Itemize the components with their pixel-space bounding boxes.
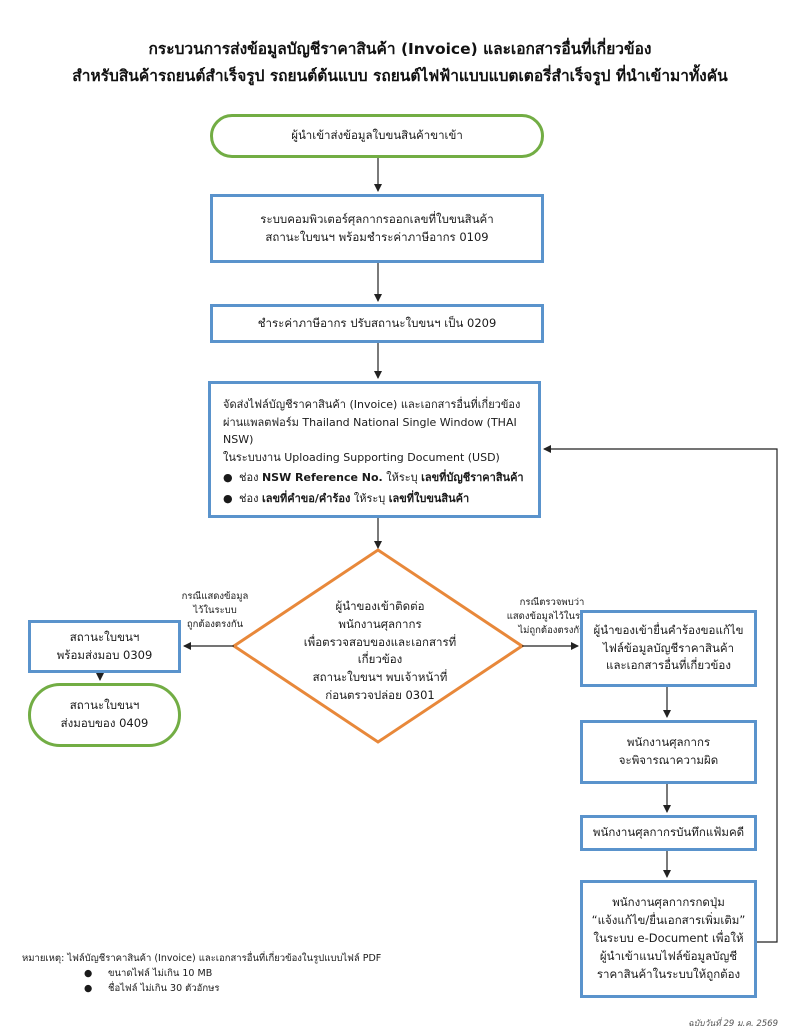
bullet-icon: ● xyxy=(223,491,233,505)
record-label: พนักงานศุลกากรบันทึกแฟ้มคดี xyxy=(592,825,745,840)
request-line-1: ผู้นำของเข้ายื่นคำร้องขอแก้ไข xyxy=(593,622,744,637)
step2-label: ชำระค่าภาษีอากร ปรับสถานะใบขนฯ เป็น 0209 xyxy=(257,315,497,330)
decision-line-5: ก่อนตรวจปล่อย 0301 xyxy=(325,688,435,703)
release-line-1: สถานะใบขนฯ xyxy=(69,629,140,644)
consider-line-2: จะพิจารณาความผิด xyxy=(618,753,719,767)
right-condition-line-2: แสดงข้อมูลไว้ในระบบ xyxy=(506,610,598,622)
start-terminal: ผู้นำเข้าส่งข้อมูลใบขนสินค้าขาเข้า xyxy=(210,114,544,158)
notify-line-3: ในระบบ e-Document เพื่อให้ xyxy=(593,931,744,946)
right-condition-line-1: กรณีตรวจพบว่า xyxy=(519,597,585,608)
left-condition-line-3: ถูกต้องตรงกัน xyxy=(186,618,244,630)
end-terminal: สถานะใบขนฯ ส่งมอบของ 0409 xyxy=(28,683,181,747)
decision-line-3: เพื่อตรวจสอบของและเอกสารที่เกี่ยวข้อง xyxy=(303,634,457,667)
bullet-icon: ● xyxy=(84,983,93,995)
officer-consider-offense: พนักงานศุลกากร จะพิจารณาความผิด xyxy=(580,720,757,784)
release-line-2: พร้อมส่งมอบ 0309 xyxy=(56,647,153,662)
decision-label: ผู้นำของเข้าติดต่อ พนักงานศุลกากร เพื่อต… xyxy=(290,598,470,705)
footnote: หมายเหตุ: ไฟล์บัญชีราคาสินค้า (Invoice) … xyxy=(22,951,381,997)
bullet-icon: ● xyxy=(84,968,93,980)
note-item-text: ชื่อไฟล์ ไม่เกิน 30 ตัวอักษร xyxy=(108,983,220,995)
status-ready-for-release: สถานะใบขนฯ พร้อมส่งมอบ 0309 xyxy=(28,620,181,673)
notify-line-5: ราคาสินค้าในระบบให้ถูกต้อง xyxy=(596,966,741,981)
step-issue-declaration-number: ระบบคอมพิวเตอร์ศุลกากรออกเลขที่ใบขนสินค้… xyxy=(210,194,544,263)
bullet1-mid: ให้ระบุ xyxy=(382,471,422,485)
notify-line-4: ผู้นำเข้าแนบไฟล์ข้อมูลบัญชี xyxy=(599,948,738,963)
notify-line-1: พนักงานศุลกากรกดปุ่ม xyxy=(612,895,725,910)
decision-line-2: พนักงานศุลกากร xyxy=(338,616,422,631)
bullet1-field: NSW Reference No. xyxy=(261,471,383,485)
officer-record-case: พนักงานศุลกากรบันทึกแฟ้มคดี xyxy=(580,815,757,851)
left-condition-line-1: กรณีแสดงข้อมูล xyxy=(181,591,249,602)
left-branch-condition: กรณีแสดงข้อมูล ไว้ในระบบ ถูกต้องตรงกัน xyxy=(170,590,260,631)
step3-line-1: จัดส่งไฟล์บัญชีราคาสินค้า (Invoice) และเ… xyxy=(223,398,521,411)
request-line-2: ไฟล์ข้อมูลบัญชีราคาสินค้า xyxy=(602,640,735,655)
note-item-text: ขนาดไฟล์ ไม่เกิน 10 MB xyxy=(108,968,213,980)
end-line-2: ส่งมอบของ 0409 xyxy=(60,716,149,730)
end-line-1: สถานะใบขนฯ xyxy=(69,698,140,713)
arrow-notify-back-to-step3 xyxy=(543,445,778,943)
diagram-title-line-2: สำหรับสินค้ารถยนต์สำเร็จรูป รถยนต์ต้นแบบ… xyxy=(72,67,728,85)
step3-line-3: ในระบบงาน Uploading Supporting Document … xyxy=(223,450,500,464)
version-date: ฉบับวันที่ 29 ม.ค. 2569 xyxy=(687,1019,778,1029)
bullet2-field: เลขที่คำขอ/คำร้อง xyxy=(261,491,351,505)
step3-line-2: ผ่านแพลตฟอร์ม Thailand National Single W… xyxy=(223,415,517,447)
note-item: ● ขนาดไฟล์ ไม่เกิน 10 MB xyxy=(84,966,381,981)
left-condition-line-2: ไว้ในระบบ xyxy=(193,604,237,616)
decision-line-4: สถานะใบขนฯ พบเจ้าหน้าที่ xyxy=(312,670,448,685)
step-upload-invoice: จัดส่งไฟล์บัญชีราคาสินค้า (Invoice) และเ… xyxy=(208,381,541,518)
step3-bullet-2: ● ช่อง เลขที่คำขอ/คำร้อง ให้ระบุ เลขที่ใ… xyxy=(223,490,528,508)
bullet2-mid: ให้ระบุ xyxy=(350,491,389,505)
request-correction: ผู้นำของเข้ายื่นคำร้องขอแก้ไข ไฟล์ข้อมูล… xyxy=(580,610,757,687)
decision-diamond xyxy=(231,548,525,744)
note-item: ● ชื่อไฟล์ ไม่เกิน 30 ตัวอักษร xyxy=(84,981,381,996)
step1-line-2: สถานะใบขนฯ พร้อมชำระค่าภาษีอากร 0109 xyxy=(265,229,489,244)
bullet-icon: ● xyxy=(223,471,233,485)
consider-line-1: พนักงานศุลกากร xyxy=(626,735,711,750)
step1-line-1: ระบบคอมพิวเตอร์ศุลกากรออกเลขที่ใบขนสินค้… xyxy=(260,211,494,226)
notify-line-2: “แจ้งแก้ไข/ยื่นเอกสารเพิ่มเติม” xyxy=(591,913,746,928)
step3-bullet-1: ● ช่อง NSW Reference No. ให้ระบุ เลขที่บ… xyxy=(223,469,528,487)
bullet1-value: เลขที่บัญชีราคาสินค้า xyxy=(421,471,524,485)
bullet1-prefix: ช่อง xyxy=(239,471,262,485)
bullet2-prefix: ช่อง xyxy=(239,491,262,505)
request-line-3: และเอกสารอื่นที่เกี่ยวข้อง xyxy=(606,658,731,673)
right-branch-condition: กรณีตรวจพบว่า แสดงข้อมูลไว้ในระบบ ไม่ถูก… xyxy=(497,596,607,637)
note-heading: หมายเหตุ: ไฟล์บัญชีราคาสินค้า (Invoice) … xyxy=(22,953,382,964)
start-label: ผู้นำเข้าส่งข้อมูลใบขนสินค้าขาเข้า xyxy=(291,128,463,143)
right-condition-line-3: ไม่ถูกต้องตรงกัน xyxy=(518,624,586,636)
officer-notify-correction: พนักงานศุลกากรกดปุ่ม “แจ้งแก้ไข/ยื่นเอกส… xyxy=(580,880,757,998)
bullet2-value: เลขที่ใบขนสินค้า xyxy=(388,491,470,505)
diagram-title-line-1: กระบวนการส่งข้อมูลบัญชีราคาสินค้า (Invoi… xyxy=(148,40,652,58)
step-pay-duties: ชำระค่าภาษีอากร ปรับสถานะใบขนฯ เป็น 0209 xyxy=(210,304,544,343)
decision-line-1: ผู้นำของเข้าติดต่อ xyxy=(335,599,425,613)
